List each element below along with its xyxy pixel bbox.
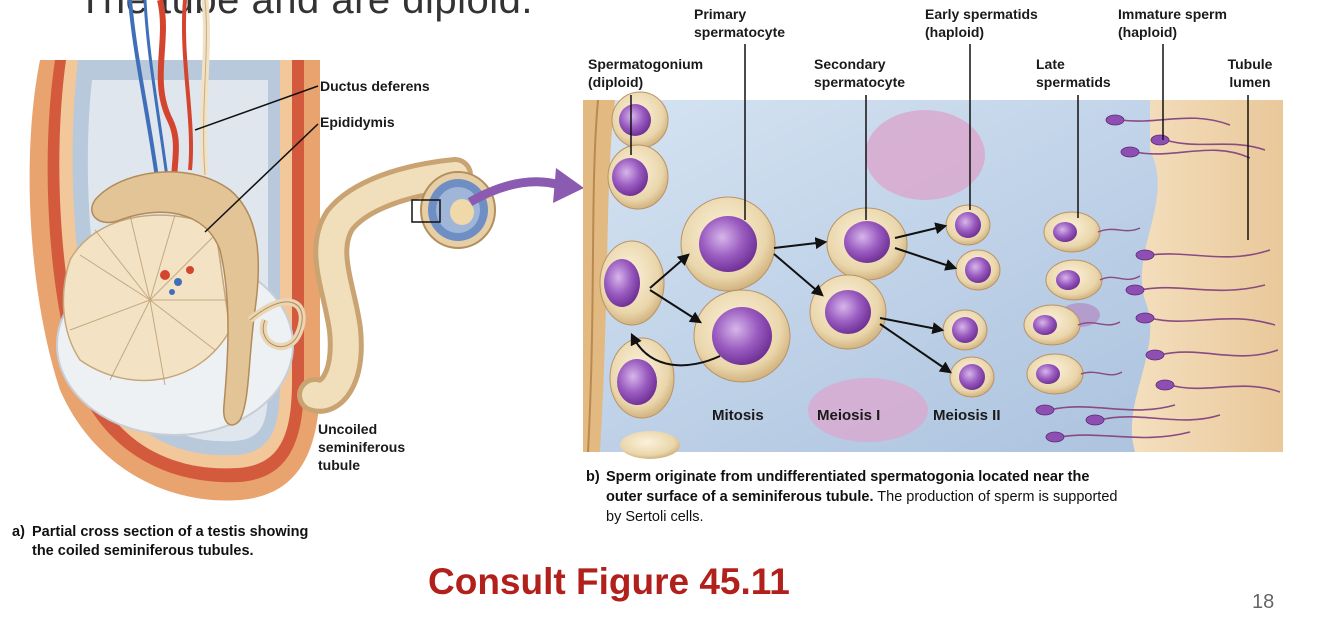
label-uncoiled-tubule: Uncoiled seminiferous tubule: [318, 421, 406, 473]
stage-meiosis-2: Meiosis II: [933, 407, 1001, 424]
page-number: 18: [1252, 591, 1275, 613]
caption-a-letter: a): [12, 524, 25, 540]
uncoiled-tubule-illustration: [297, 157, 496, 414]
label-spermatogonium: Spermatogonium (diploid): [588, 56, 704, 90]
spermatogonia-cells: [599, 91, 680, 459]
label-ductus-deferens: Ductus deferens: [320, 78, 430, 94]
ductus-leader: [194, 85, 319, 131]
sperm-heads: [1035, 114, 1175, 443]
epididymis-leader: [204, 123, 319, 233]
secondary-spermatocytes: [809, 207, 908, 350]
caption-b-bold1: Sperm originate from undifferentiated sp…: [606, 469, 1090, 485]
caption-a-line1: Partial cross section of a testis showin…: [32, 524, 309, 540]
label-epididymis: Epididymis: [320, 114, 395, 130]
consult-figure-note: Consult Figure 45.11: [428, 561, 790, 602]
late-spermatids: [1023, 211, 1103, 395]
stage-mitosis: Mitosis: [712, 407, 764, 424]
purple-arrowhead: [553, 168, 584, 203]
panel-b-leaders: [630, 44, 1249, 240]
caption-b-normal3: by Sertoli cells.: [606, 509, 704, 525]
caption-a: a) Partial cross section of a testis show…: [12, 523, 412, 561]
tubule-wall-illustration: [583, 91, 1283, 459]
caption-b-letter: b): [586, 469, 600, 485]
label-early-spermatids: Early spermatids (haploid): [925, 6, 1038, 40]
caption-b: b) Sperm originate from undifferentiated …: [586, 467, 1246, 527]
slide-heading-partial: The tube and are diploid.: [78, 0, 534, 22]
label-tubule-lumen: Tubule lumen: [1227, 56, 1273, 90]
label-primary-spermatocyte: Primary spermatocyte: [694, 6, 786, 40]
purple-arrow: [467, 177, 562, 206]
primary-spermatocytes: [680, 196, 791, 383]
caption-b-bold2: outer surface of a seminiferous tubule.: [606, 489, 874, 505]
division-arrows: [630, 222, 958, 374]
label-late-spermatids: Late spermatids: [1036, 56, 1111, 90]
label-immature-sperm: Immature sperm (haploid): [1118, 6, 1227, 40]
stage-meiosis-1: Meiosis I: [817, 407, 881, 424]
immature-sperm: [1049, 117, 1281, 439]
testis-illustration: [29, 0, 320, 501]
caption-a-line2: the coiled seminiferous tubules.: [32, 543, 254, 559]
caption-b-normal2: The production of sperm is supported: [873, 489, 1118, 505]
label-secondary-spermatocyte: Secondary spermatocyte: [814, 56, 906, 90]
